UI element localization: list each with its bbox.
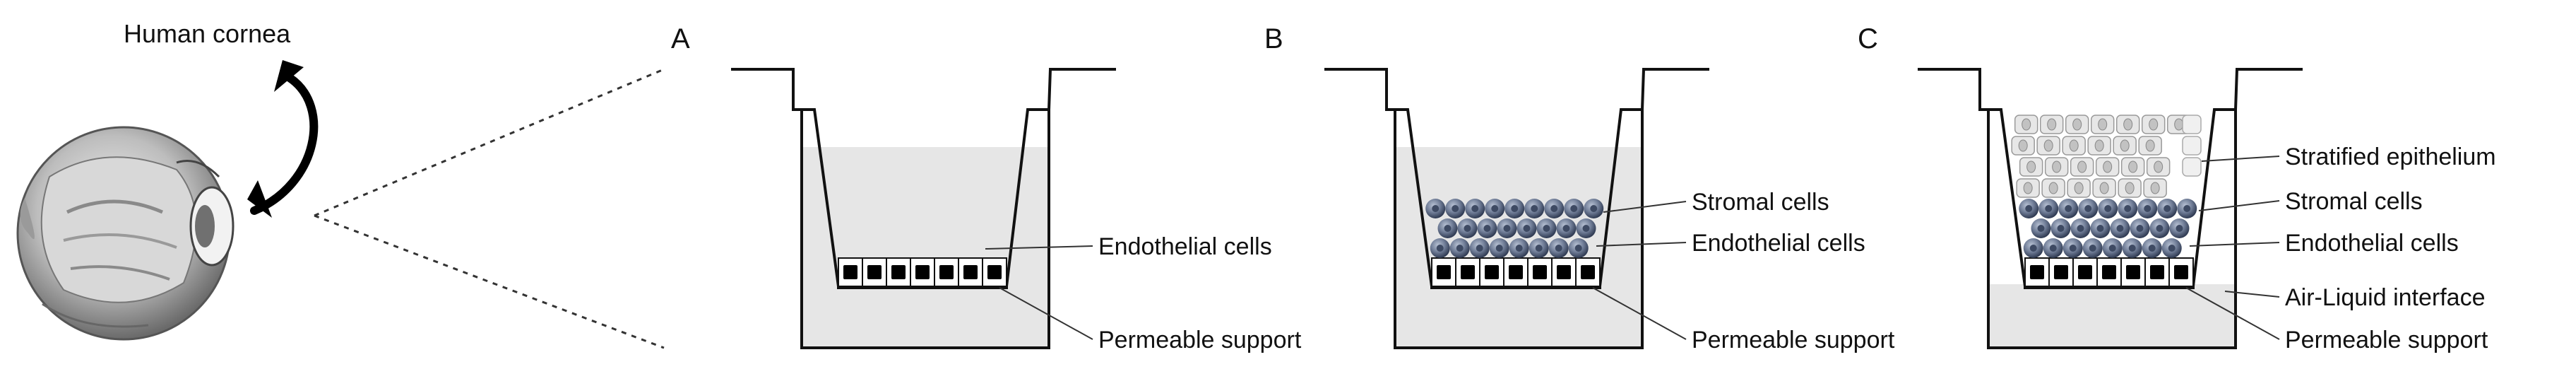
- panel-letter: C: [1858, 23, 1878, 54]
- curved-arrow-icon: [247, 60, 319, 218]
- layer-label: Stratified epithelium: [2285, 144, 2496, 170]
- endothelial-cell: [1551, 257, 1577, 287]
- panel-letter: A: [671, 23, 690, 54]
- endothelial-cell: [1503, 257, 1529, 287]
- stratified-epithelium: [2011, 115, 2202, 198]
- leader-line: [2201, 156, 2280, 162]
- stromal-layer: [1425, 199, 1604, 258]
- layer-label: Permeable support: [1692, 327, 1895, 353]
- layer-label: Endothelial cells: [1098, 233, 1272, 260]
- endothelial-cell: [934, 257, 959, 287]
- endothelial-cell: [862, 257, 887, 287]
- eye-cross-section-illustration: [16, 126, 235, 341]
- leader-line: [2198, 200, 2280, 211]
- endothelial-cell: [1575, 257, 1601, 287]
- leader-line: [999, 287, 1093, 340]
- panel-letter: B: [1264, 23, 1283, 54]
- leader-line: [2224, 291, 2280, 298]
- well-outline: [800, 110, 1050, 349]
- zoom-lines: [314, 68, 665, 349]
- endothelial-cell: [982, 257, 1007, 287]
- endothelial-cell: [1479, 257, 1504, 287]
- well-outline: [1987, 110, 2237, 349]
- leader-line: [2185, 287, 2280, 340]
- leader-line: [1592, 287, 1687, 340]
- epithelial-cell: [2182, 157, 2202, 177]
- endothelial-cell: [2072, 257, 2098, 287]
- endothelial-cell: [2096, 257, 2122, 287]
- endothelial-cell: [1455, 257, 1480, 287]
- insert-medium: [818, 147, 1026, 286]
- endothelial-cell: [1527, 257, 1553, 287]
- stromal-layer: [2019, 199, 2197, 258]
- leader-line: [1596, 242, 1687, 247]
- leader-line: [1603, 201, 1687, 213]
- layer-label: Permeable support: [2285, 327, 2488, 353]
- endothelial-cell: [1431, 257, 1456, 287]
- layer-label: Endothelial cells: [2285, 230, 2459, 257]
- layer-label: Endothelial cells: [1692, 230, 1865, 257]
- leader-line: [2189, 242, 2280, 247]
- endothelial-cell: [2168, 257, 2194, 287]
- layer-label: Stromal cells: [1692, 189, 1829, 216]
- well-outline: [1394, 110, 1644, 349]
- endothelial-cell: [958, 257, 983, 287]
- layer-label: Permeable support: [1098, 327, 1302, 353]
- endothelial-cell: [2144, 257, 2170, 287]
- endothelial-cell: [838, 257, 863, 287]
- endothelial-cell: [886, 257, 911, 287]
- endothelial-cell: [2120, 257, 2146, 287]
- layer-label: Stromal cells: [2285, 188, 2423, 215]
- epithelial-cell: [2182, 115, 2202, 134]
- epithelial-cell: [2182, 136, 2202, 156]
- endothelial-cell: [2024, 257, 2050, 287]
- endothelial-cell: [910, 257, 935, 287]
- eye-label: Human cornea: [124, 19, 291, 48]
- culture-medium: [1988, 284, 2236, 348]
- leader-line: [985, 245, 1093, 250]
- endothelial-cell: [2048, 257, 2074, 287]
- layer-label: Air-Liquid interface: [2285, 284, 2485, 311]
